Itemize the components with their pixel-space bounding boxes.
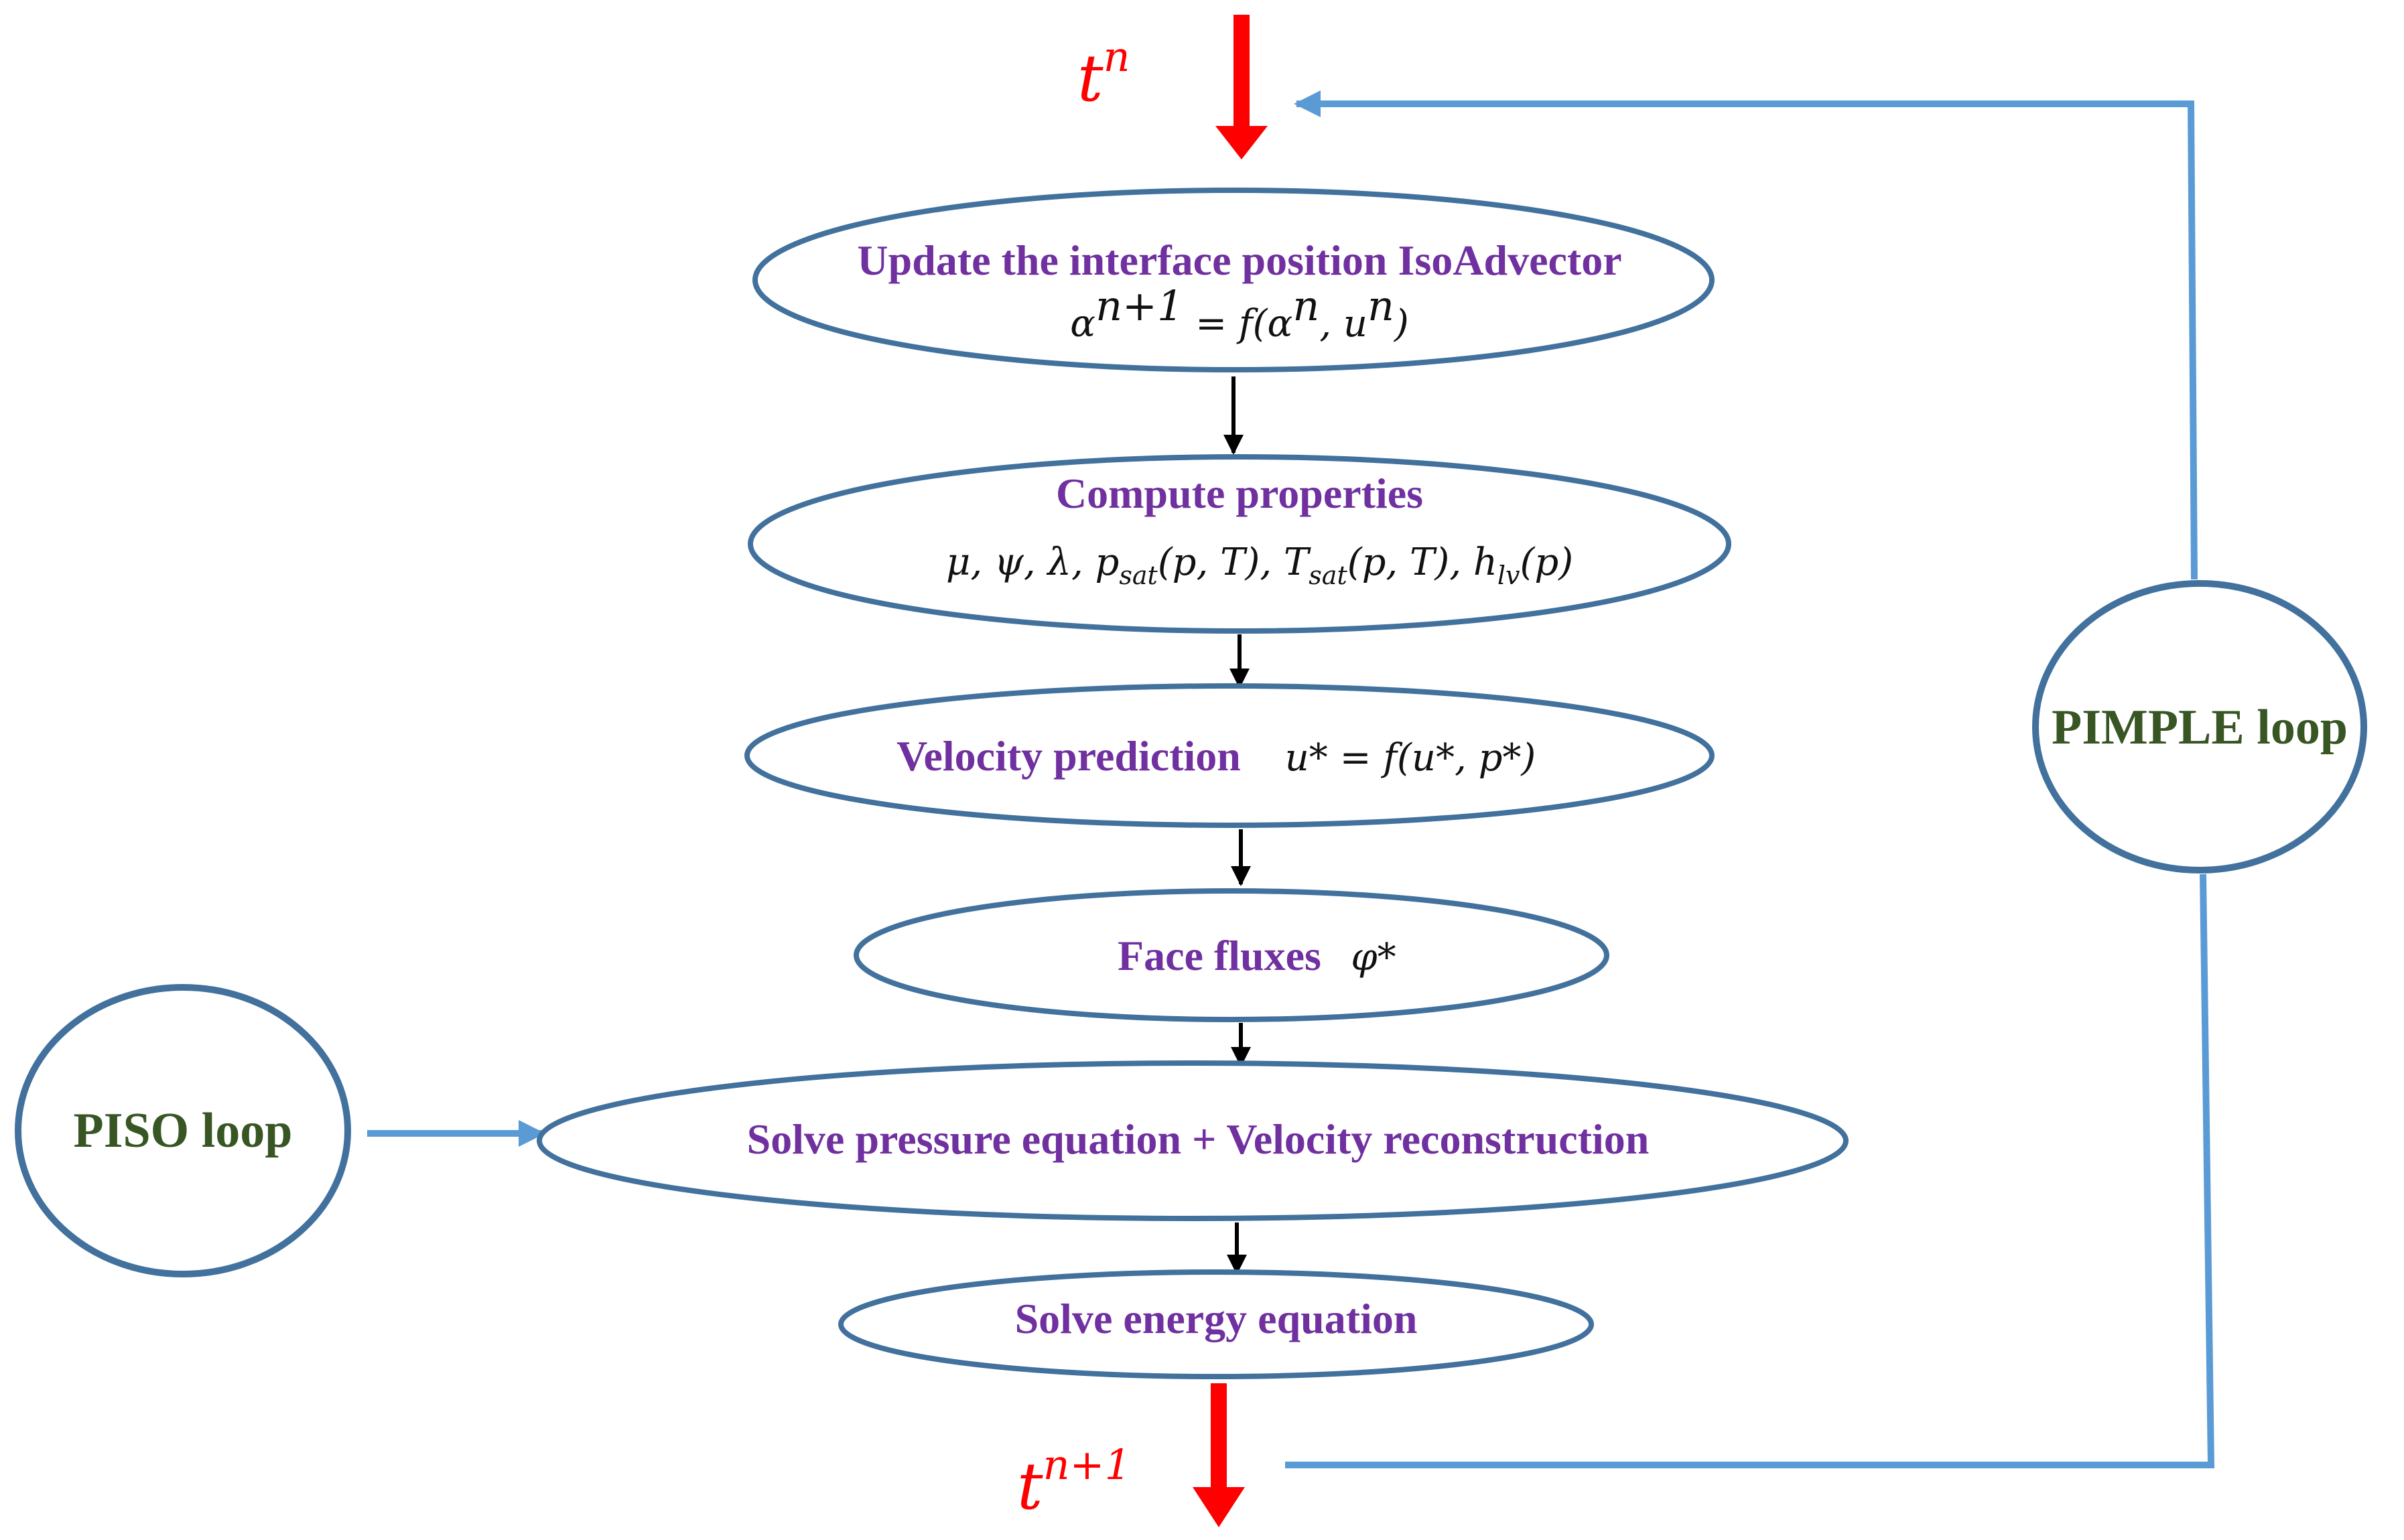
step-update-interface <box>752 188 1715 372</box>
step-compute-properties-formula: μ, ψ, λ, psat(p, T), Tsat(p, T), hlv(p) <box>946 541 1573 590</box>
time-end-label: tn+1 <box>1017 1440 1131 1524</box>
step-solve-energy-title: Solve energy equation <box>1015 1295 1418 1342</box>
step-compute-properties-title: Compute properties <box>1056 470 1423 517</box>
step-velocity-prediction-title: Velocity prediction <box>896 732 1241 780</box>
pimple-feedback-path <box>1285 90 2215 1468</box>
pimple-loop-label: PIMPLE loop <box>2052 700 2348 755</box>
step-solve-pressure <box>537 1060 1849 1221</box>
step-update-interface-title: Update the interface position IsoAdvecto… <box>857 236 1621 284</box>
piso-loop-label: PISO loop <box>74 1103 293 1158</box>
step-face-fluxes-title: Face fluxes <box>1118 932 1321 979</box>
step-solve-energy <box>838 1269 1594 1379</box>
step-velocity-prediction <box>744 683 1715 828</box>
step-velocity-prediction-formula: u* = f(u*, p*) <box>1285 736 1536 780</box>
pimple-loop-node <box>2032 580 2367 873</box>
time-start-arrow <box>1215 15 1268 159</box>
step-compute-properties <box>748 454 1731 634</box>
time-end-arrow <box>1193 1383 1245 1527</box>
piso-loop-node <box>15 984 351 1277</box>
time-start-label: tn <box>1077 32 1130 116</box>
step-solve-pressure-title: Solve pressure equation + Velocity recon… <box>747 1115 1650 1163</box>
step-face-fluxes <box>854 888 1609 1022</box>
step-face-fluxes-formula: φ* <box>1351 936 1396 979</box>
